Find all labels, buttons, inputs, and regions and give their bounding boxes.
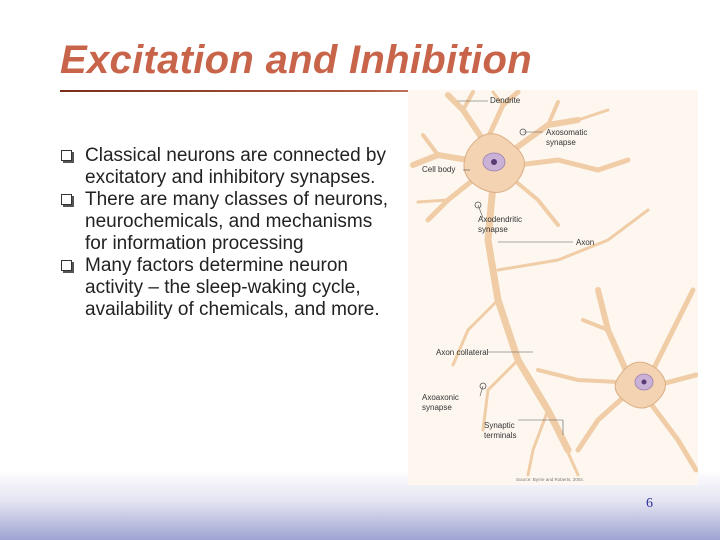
neuron-diagram: Dendrite Axosomatic synapse Cell body Ax… — [410, 90, 698, 482]
neuron-figure: Dendrite Axosomatic synapse Cell body Ax… — [408, 90, 698, 485]
label-axodendritic-line2: synapse — [478, 225, 508, 234]
upper-nucleolus — [491, 159, 497, 165]
axoaxonic-synapse-marker — [479, 382, 487, 390]
lower-nucleolus — [641, 379, 647, 385]
label-cell-body: Cell body — [422, 165, 455, 174]
axon — [451, 181, 650, 477]
label-axodendritic-line1: Axodendritic — [478, 215, 522, 224]
checkbox-bullet-icon — [61, 194, 72, 205]
upper-neuron-dendrites — [410, 90, 631, 227]
bullet-item: There are many classes of neurons, neuro… — [60, 189, 390, 255]
label-synaptic-line1: Synaptic — [484, 421, 515, 430]
lower-neuron-dendrites — [536, 287, 698, 473]
label-axon-collateral: Axon collateral — [436, 348, 489, 357]
axodendritic-synapse-marker — [474, 201, 482, 209]
figure-source: Source: Byrne and Roberts, 2004. — [516, 477, 584, 482]
slide-title: Excitation and Inhibition — [60, 38, 532, 82]
checkbox-bullet-icon — [61, 150, 72, 161]
bullet-item: Many factors determine neuron activity –… — [60, 255, 390, 321]
bullet-text: Many factors determine neuron activity –… — [85, 255, 380, 320]
bullet-text: There are many classes of neurons, neuro… — [85, 189, 389, 254]
bullet-text: Classical neurons are connected by excit… — [85, 145, 387, 188]
label-axosomatic-line1: Axosomatic — [546, 128, 587, 137]
label-axoaxonic-line1: Axoaxonic — [422, 393, 459, 402]
page-number: 6 — [646, 496, 653, 511]
label-dendrite: Dendrite — [490, 96, 521, 105]
label-axoaxonic-line2: synapse — [422, 403, 452, 412]
label-axon: Axon — [576, 238, 594, 247]
bullet-item: Classical neurons are connected by excit… — [60, 145, 390, 189]
title-underline — [60, 90, 620, 92]
label-axosomatic-line2: synapse — [546, 138, 576, 147]
label-synaptic-line2: terminals — [484, 431, 516, 440]
bullet-list: Classical neurons are connected by excit… — [60, 145, 390, 321]
checkbox-bullet-icon — [61, 260, 72, 271]
label-leader-lines — [458, 100, 573, 435]
